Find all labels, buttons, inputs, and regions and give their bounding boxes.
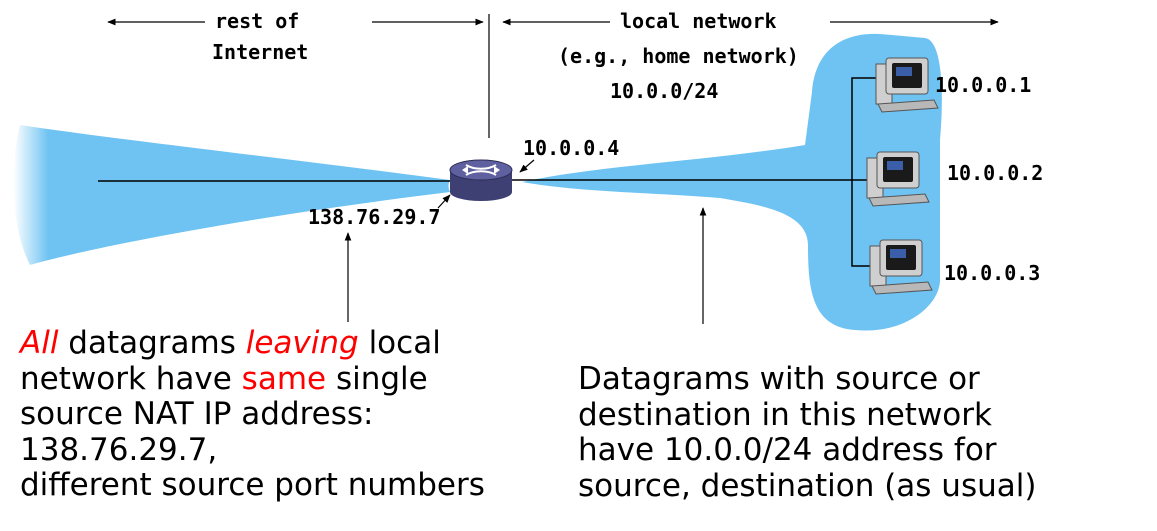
router-lan-pointer xyxy=(519,159,535,173)
right-caption-line3: have 10.0.0/24 address for xyxy=(578,432,997,468)
host1-address: 10.0.0.1 xyxy=(935,73,1031,97)
left-caption-text: single xyxy=(326,360,428,397)
left-caption-text: local xyxy=(358,325,441,361)
right-caption-line4: source, destination (as usual) xyxy=(578,467,1037,504)
left-caption-line1: All datagrams leaving local xyxy=(20,325,485,362)
emphasis-all: All xyxy=(20,325,59,361)
host-computer-icon xyxy=(875,57,939,113)
host2-address: 10.0.0.2 xyxy=(947,161,1043,185)
right-caption-line2: destination in this network xyxy=(578,396,992,433)
router-wan-pointer xyxy=(437,194,451,209)
local-network-label-line1: local network xyxy=(620,9,777,33)
left-caption-line3: source NAT IP address: xyxy=(20,396,374,432)
local-network-label-line2: (e.g., home network) xyxy=(558,44,799,68)
host3-address: 10.0.0.3 xyxy=(944,261,1040,285)
left-caption-line2: network have same single xyxy=(20,360,485,398)
left-caption-line5: different source port numbers xyxy=(20,467,485,503)
left-caption-line4: 138.76.29.7, xyxy=(20,431,218,468)
left-caption-text: datagrams xyxy=(58,325,246,361)
router-wan-address: 138.76.29.7 xyxy=(308,205,440,229)
nat-router-icon xyxy=(449,159,513,201)
lan-bus xyxy=(851,77,885,267)
left-caption-text: network have xyxy=(20,360,242,397)
host-computer-icon xyxy=(869,239,933,295)
local-network-subnet-label: 10.0.0/24 xyxy=(610,79,718,103)
router-lan-address: 10.0.0.4 xyxy=(523,136,619,160)
emphasis-leaving: leaving xyxy=(245,325,359,361)
left-caption: All datagrams leaving local network have… xyxy=(20,325,485,504)
right-caption-line1: Datagrams with source or xyxy=(578,361,980,397)
rest-of-internet-label-line2: Internet xyxy=(212,40,308,64)
rest-of-internet-label-line1: rest of xyxy=(215,9,299,33)
local-network-cloud xyxy=(522,33,942,331)
host-computer-icon xyxy=(866,151,930,207)
internet-cloud xyxy=(13,125,450,265)
right-caption: Datagrams with source or destination in … xyxy=(578,361,1037,504)
emphasis-same: same xyxy=(241,360,327,397)
